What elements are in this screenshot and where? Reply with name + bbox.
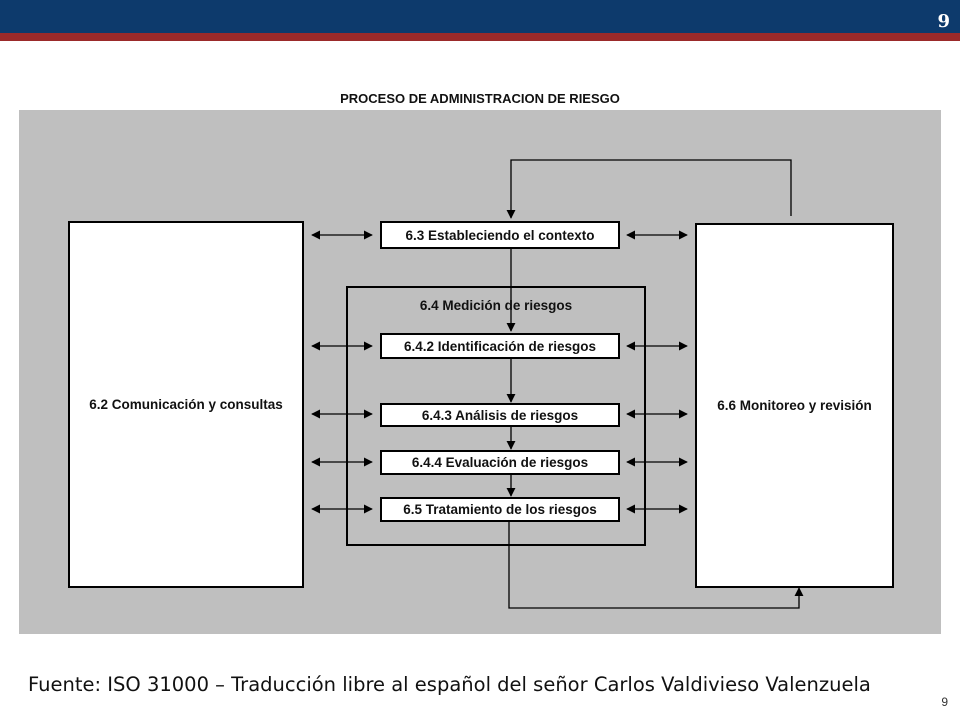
context-box: 6.3 Estableciendo el contexto xyxy=(380,221,620,249)
identification-box: 6.4.2 Identificación de riesgos xyxy=(380,333,620,359)
source-caption: Fuente: ISO 31000 – Traducción libre al … xyxy=(28,673,871,696)
diagram-title: PROCESO DE ADMINISTRACION DE RIESGO xyxy=(340,91,620,106)
feedback-arrow xyxy=(506,159,792,219)
measurement-label: 6.4 Medición de riesgos xyxy=(419,298,573,313)
treatment-label: 6.5 Tratamiento de los riesgos xyxy=(403,502,597,517)
evaluation-label: 6.4.4 Evaluación de riesgos xyxy=(411,455,589,470)
context-label: 6.3 Estableciendo el contexto xyxy=(405,227,595,243)
monitoring-label: 6.6 Monitoreo y revisión xyxy=(717,398,872,413)
page-number-bottom: 9 xyxy=(941,695,948,709)
analysis-label: 6.4.3 Análisis de riesgos xyxy=(421,407,579,423)
header-bar xyxy=(0,0,960,33)
treatment-box: 6.5 Tratamiento de los riesgos xyxy=(380,497,620,522)
communication-label: 6.2 Comunicación y consultas xyxy=(89,397,283,412)
analysis-box: 6.4.3 Análisis de riesgos xyxy=(380,403,620,427)
communication-box: 6.2 Comunicación y consultas xyxy=(68,221,304,588)
monitoring-box: 6.6 Monitoreo y revisión xyxy=(695,223,894,588)
identification-label: 6.4.2 Identificación de riesgos xyxy=(403,338,597,354)
measurement-box: 6.4 Medición de riesgos xyxy=(346,286,646,546)
page-number-top: 9 xyxy=(937,11,950,32)
header-accent-line xyxy=(0,33,960,41)
evaluation-box: 6.4.4 Evaluación de riesgos xyxy=(380,450,620,475)
flow-arrow-treatment-monitoring xyxy=(508,521,804,609)
